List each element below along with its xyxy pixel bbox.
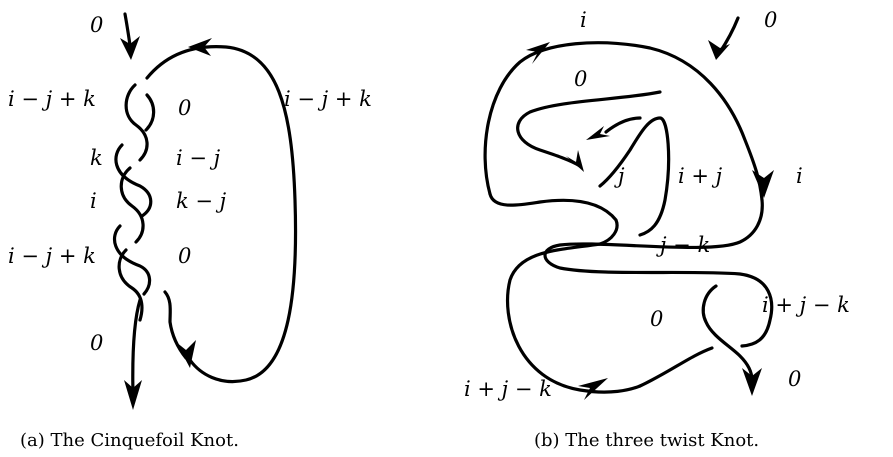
label-a-left-i: i bbox=[90, 189, 97, 213]
arrow-b-bottom-right bbox=[742, 368, 762, 396]
label-b-top-i: i bbox=[580, 8, 587, 32]
label-b-j-minus-k: j − k bbox=[656, 233, 710, 257]
strand-big-right-loop bbox=[145, 45, 298, 384]
arrow-outgoing-bottom bbox=[124, 380, 142, 410]
strand-braid-left bbox=[124, 83, 149, 162]
strand-b-center-j bbox=[598, 116, 671, 237]
strand-b-outer-top bbox=[483, 41, 764, 202]
label-a-left-lower: i − j + k bbox=[8, 244, 96, 268]
strand-outgoing-bottom bbox=[131, 298, 142, 397]
strand-braid-right-3 bbox=[112, 224, 152, 296]
strand-b-incoming-top bbox=[718, 16, 740, 54]
strand-braid-right-2 bbox=[114, 143, 153, 218]
arrow-b-incoming-top bbox=[708, 40, 730, 60]
label-a-right-arc: i − j + k bbox=[284, 87, 372, 111]
arrow-top-loop bbox=[188, 38, 212, 56]
strand-b-middle-s bbox=[543, 198, 774, 348]
strand-b-left-loop bbox=[488, 192, 642, 394]
arrow-b-inner-curl bbox=[566, 150, 584, 172]
arrow-b-top-left bbox=[526, 42, 550, 64]
label-b-top-in: 0 bbox=[764, 8, 777, 32]
strand-lower-right bbox=[163, 290, 188, 360]
arrow-b-bottom-left bbox=[578, 378, 608, 400]
label-b-right-i: i bbox=[796, 164, 803, 188]
label-b-inner-0: 0 bbox=[574, 67, 587, 91]
three-twist-knot-diagram: i 0 0 j i + j i j − k i + j − k 0 0 i + … bbox=[464, 8, 850, 451]
strand-braid-segment-2 bbox=[119, 166, 145, 244]
label-a-left-upper: i − j + k bbox=[8, 87, 96, 111]
label-a-crossing3-right: k − j bbox=[176, 189, 227, 213]
label-a-bottom-out: 0 bbox=[90, 331, 103, 355]
strand-b-lower-hook bbox=[701, 284, 754, 382]
label-b-bottom-right-0: 0 bbox=[788, 367, 801, 391]
arrow-bottom-loop bbox=[176, 340, 196, 368]
arrow-incoming-top bbox=[120, 36, 140, 60]
label-a-crossing1-right: 0 bbox=[178, 96, 191, 120]
arrow-b-right-side bbox=[752, 170, 774, 198]
label-b-middle-ipj: i + j bbox=[678, 164, 723, 188]
strand-braid-right-1 bbox=[144, 93, 156, 132]
strand-b-inner-curl bbox=[516, 90, 662, 168]
label-a-crossing4-right: 0 bbox=[178, 244, 191, 268]
label-b-right-ipjmk: i + j − k bbox=[762, 293, 850, 317]
cinquefoil-knot-diagram: 0 i − j + k i − j + k 0 k i − j i k − j … bbox=[8, 12, 372, 451]
strand-braid-segment-3 bbox=[117, 248, 144, 322]
label-b-lower-0: 0 bbox=[650, 307, 663, 331]
label-b-center-j: j bbox=[614, 164, 625, 188]
label-a-left-k: k bbox=[90, 146, 103, 170]
strand-b-lower-connector bbox=[638, 346, 714, 388]
label-b-bottom-ipjmk: i + j − k bbox=[464, 377, 552, 401]
arrow-b-center bbox=[586, 126, 610, 140]
strand-b-center-hook bbox=[604, 116, 642, 134]
caption-b: (b) The three twist Knot. bbox=[534, 430, 759, 451]
caption-a: (a) The Cinquefoil Knot. bbox=[20, 430, 239, 451]
label-a-crossing2-right: i − j bbox=[176, 146, 221, 170]
label-a-top-in: 0 bbox=[90, 13, 103, 37]
